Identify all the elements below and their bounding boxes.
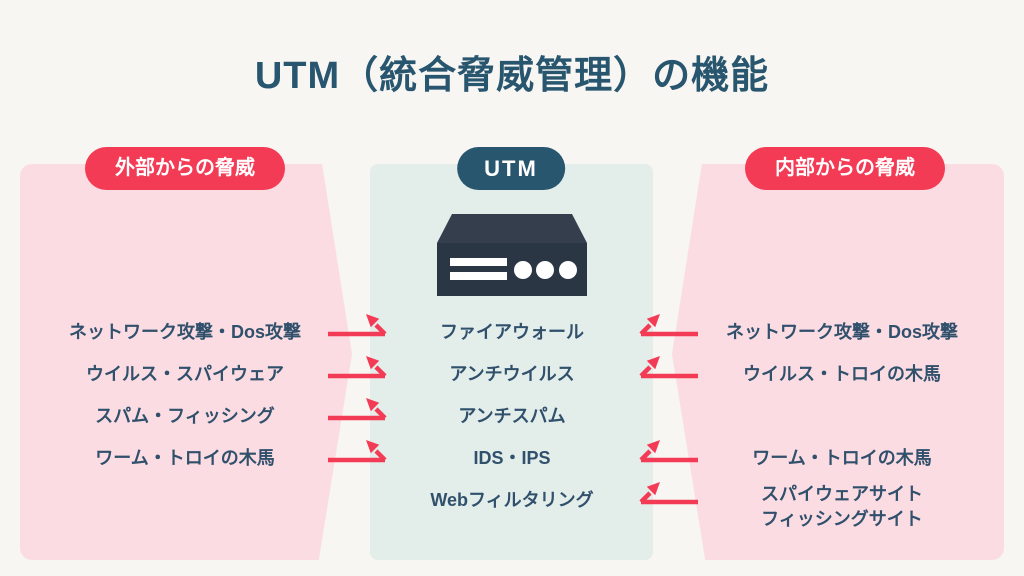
- external-threats-badge: 外部からの脅威: [85, 147, 285, 190]
- internal-threats-panel: [672, 164, 1004, 560]
- page-title: UTM（統合脅威管理）の機能: [254, 55, 770, 97]
- deflect-arrow-icon: [328, 440, 387, 463]
- internal-threats-badge: 内部からの脅威: [745, 147, 945, 190]
- internal-threat-item: ウイルス・トロイの木馬: [743, 364, 941, 384]
- external-threats-panel: [20, 164, 352, 560]
- utm-function-item: IDS・IPS: [473, 448, 551, 468]
- deflect-arrow-icon: [639, 314, 698, 337]
- deflect-arrow-icon: [639, 440, 698, 463]
- deflect-arrow-icon: [639, 356, 698, 379]
- utm-function-item: ファイアウォール: [440, 322, 584, 342]
- utm-function-item: アンチウイルス: [449, 364, 575, 384]
- internal-threat-item: スパイウェアサイト フィッシングサイト: [761, 484, 923, 529]
- internal-threat-item: ネットワーク攻撃・Dos攻撃: [725, 322, 958, 342]
- utm-function-item: アンチスパム: [458, 406, 566, 426]
- external-threat-item: ネットワーク攻撃・Dos攻撃: [68, 322, 301, 342]
- external-threat-item: ワーム・トロイの木馬: [95, 448, 275, 468]
- deflect-arrow-icon: [328, 398, 387, 421]
- external-threat-item: スパム・フィッシング: [95, 406, 275, 426]
- internal-threat-item: ワーム・トロイの木馬: [752, 448, 932, 468]
- deflect-arrow-icon: [328, 314, 387, 337]
- deflect-arrow-icon: [639, 482, 698, 505]
- utm-function-item: Webフィルタリング: [430, 490, 594, 510]
- deflect-arrow-icon: [328, 356, 387, 379]
- external-threat-item: ウイルス・スパイウェア: [86, 364, 284, 384]
- utm-appliance-icon: [437, 214, 587, 296]
- utm-badge: UTM: [457, 147, 565, 190]
